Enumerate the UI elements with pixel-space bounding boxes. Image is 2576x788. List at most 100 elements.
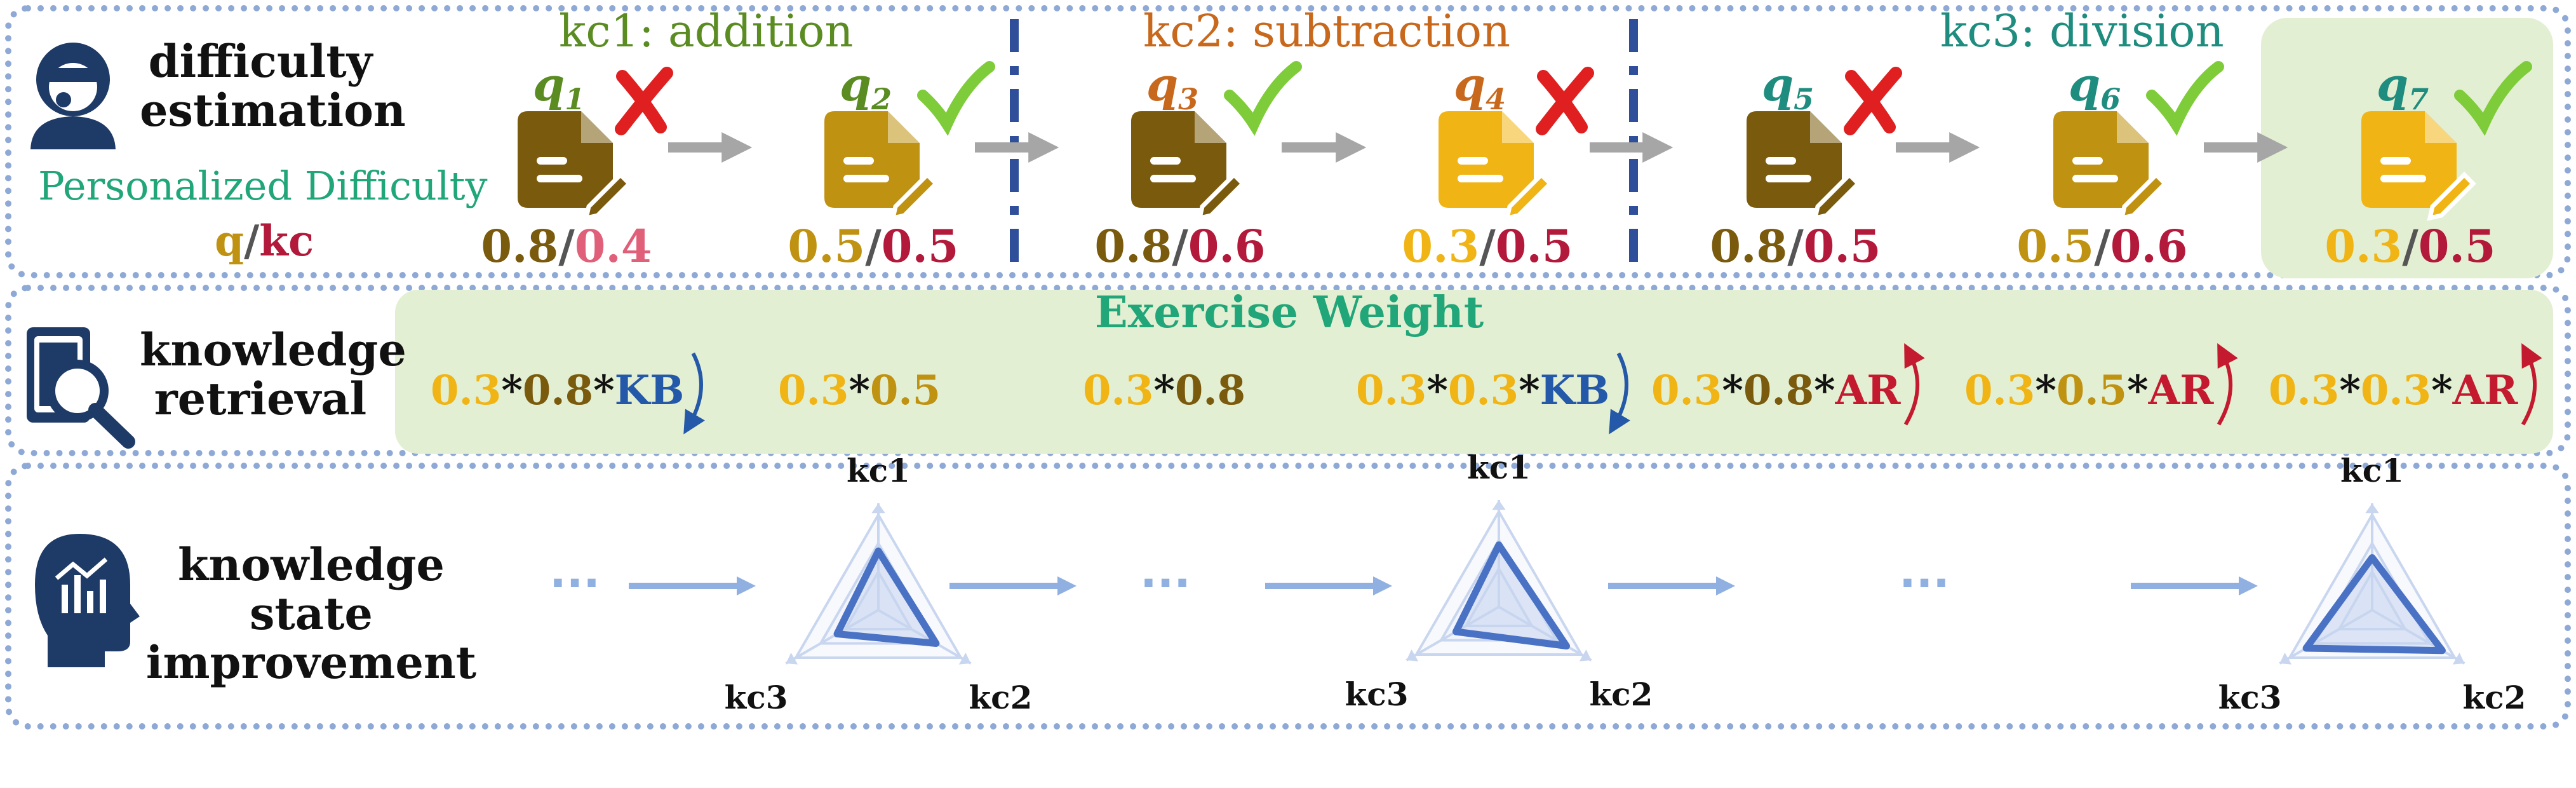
radar-state-polygon — [833, 547, 940, 647]
check-icon — [1224, 61, 1302, 136]
question-4: q40.3/0.5 — [1402, 57, 1594, 273]
question-subscript-5: 5 — [1794, 82, 1814, 116]
check-icon — [2454, 61, 2532, 136]
kc-difficulty: 0.4 — [575, 220, 652, 273]
document-icon — [2053, 111, 2168, 221]
radar-axis-label-kc1: kc1 — [2340, 452, 2404, 489]
q-kc-legend: q/kc — [215, 216, 314, 266]
radar-chart-1: kc1 kc2 kc3 — [725, 452, 1033, 716]
difficulty-value-5: 0.8/0.5 — [1710, 220, 1881, 273]
person-thinking-icon — [30, 43, 116, 149]
radar-axis-label-kc1: kc1 — [1467, 449, 1531, 486]
exercise-weight-highlight — [395, 290, 2553, 454]
adaptive-rise-arrow — [2217, 343, 2238, 426]
radar-axis-label-kc3: kc3 — [1345, 676, 1409, 713]
exercise-weight-1: 0.3*0.8*KB — [431, 367, 684, 414]
document-icon — [2361, 111, 2476, 221]
difficulty-estimation-title: difficulty estimation — [140, 35, 406, 137]
state-title-line1: knowledge state — [178, 538, 445, 640]
question-label-7: q7 — [2377, 57, 2429, 116]
question-label-2: q2 — [840, 57, 892, 116]
q-difficulty: 0.3 — [2324, 220, 2402, 273]
question-5: q5 0.8/0.5 — [1710, 57, 1902, 273]
state-flow: ··· ··· ··· — [549, 557, 2258, 609]
kc-difficulty: 0.6 — [1188, 220, 1266, 273]
q-difficulty: 0.8 — [481, 220, 558, 273]
question-6: q6 0.5/0.6 — [2016, 57, 2224, 273]
questions-layer: q1 0.8/0.4 q2 0.5/0.5 q3 0.8/0.6 q4 0.3/0.5 q5 0.… — [481, 57, 2532, 273]
retrieval-title-line1: knowledge — [140, 323, 406, 376]
kc-difficulty: 0.6 — [2110, 220, 2188, 273]
q-difficulty: 0.5 — [2016, 220, 2094, 273]
exercise-weight-5: 0.3*0.8*AR — [1651, 367, 1901, 414]
kc2-header: kc2: subtraction — [1143, 5, 1511, 57]
radar-state-polygon — [2302, 554, 2446, 655]
question-3: q3 0.8/0.6 — [1094, 57, 1302, 273]
q-difficulty: 0.5 — [788, 220, 865, 273]
difficulty-value-6: 0.5/0.6 — [2016, 220, 2187, 273]
question-label-5: q5 — [1762, 57, 1814, 116]
radar-layer: kc1 kc2 kc3 kc1 kc2 kc3 kc1 kc2 kc3 — [725, 449, 2526, 716]
radar-axis-label-kc2: kc2 — [2463, 679, 2526, 716]
question-label-6: q6 — [2069, 57, 2121, 116]
question-subscript-4: 4 — [1486, 82, 1506, 116]
difficulty-value-1: 0.8/0.4 — [481, 220, 652, 273]
ellipsis-1: ··· — [549, 557, 600, 609]
radar-axis-label-kc3: kc3 — [725, 679, 788, 716]
retrieval-title-line2: retrieval — [154, 372, 367, 425]
document-icon — [824, 111, 939, 221]
difficulty-value-3: 0.8/0.6 — [1094, 220, 1265, 273]
radar-axis-label-kc1: kc1 — [847, 452, 910, 489]
q-difficulty: 0.3 — [1402, 220, 1479, 273]
document-icon — [1747, 111, 1862, 221]
question-subscript-1: 1 — [565, 82, 585, 116]
ellipsis-3: ··· — [1899, 557, 1950, 609]
kc-difficulty: 0.5 — [1804, 220, 1881, 273]
kc-difficulty: 0.5 — [882, 220, 959, 273]
q-difficulty: 0.8 — [1094, 220, 1172, 273]
adaptive-rise-arrow — [1903, 343, 1925, 426]
kc-difficulty: 0.5 — [1496, 220, 1573, 273]
check-icon — [2146, 61, 2224, 136]
slash-legend: / — [244, 216, 260, 266]
document-icon — [1439, 111, 1553, 221]
radar-axis-label-kc3: kc3 — [2218, 679, 2282, 716]
radar-axis-label-kc2: kc2 — [1590, 676, 1653, 713]
radar-state-polygon — [1452, 541, 1571, 649]
kc-difficulty: 0.5 — [2418, 220, 2496, 273]
difficulty-estimation-panel — [5, 5, 2571, 278]
knowledge-boost-arrow — [1609, 352, 1630, 435]
radar-axis-label-kc2: kc2 — [969, 679, 1033, 716]
kc3-header: kc3: division — [1940, 5, 2224, 57]
cross-icon — [1536, 67, 1594, 135]
question-subscript-6: 6 — [2100, 82, 2121, 116]
question-7: q7 0.3/0.5 — [2324, 57, 2532, 273]
personalized-difficulty-label: Personalized Difficulty — [38, 163, 488, 209]
exercise-weight-3: 0.3*0.8 — [1083, 367, 1245, 414]
question-1: q1 0.8/0.4 — [481, 57, 673, 273]
ellipsis-2: ··· — [1140, 557, 1191, 609]
q-legend: q — [215, 216, 245, 266]
exercise-weight-6: 0.3*0.5*AR — [1964, 367, 2214, 414]
document-icon — [518, 111, 633, 221]
knowledge-boost-arrow — [683, 352, 705, 435]
check-icon — [917, 61, 995, 136]
book-search-icon — [27, 327, 135, 449]
knowledge-state-title: knowledge state improvement — [133, 540, 489, 687]
kc-legend: kc — [259, 216, 314, 266]
question-label-1: q1 — [533, 57, 585, 116]
difficulty-value-2: 0.5/0.5 — [788, 220, 958, 273]
difficulty-title-line1: difficulty — [148, 35, 373, 88]
exercise-weight-4: 0.3*0.3*KB — [1356, 367, 1609, 414]
cross-icon — [615, 67, 673, 135]
difficulty-value-7: 0.3/0.5 — [2324, 220, 2495, 273]
question-label-4: q4 — [1454, 57, 1506, 116]
head-analytics-icon — [35, 534, 140, 667]
question-subscript-3: 3 — [1178, 82, 1198, 116]
difficulty-title-line2: estimation — [140, 84, 406, 137]
question-label-3: q3 — [1146, 57, 1198, 116]
question-2: q2 0.5/0.5 — [788, 57, 995, 273]
exercise-weight-7: 0.3*0.3*AR — [2269, 367, 2518, 414]
